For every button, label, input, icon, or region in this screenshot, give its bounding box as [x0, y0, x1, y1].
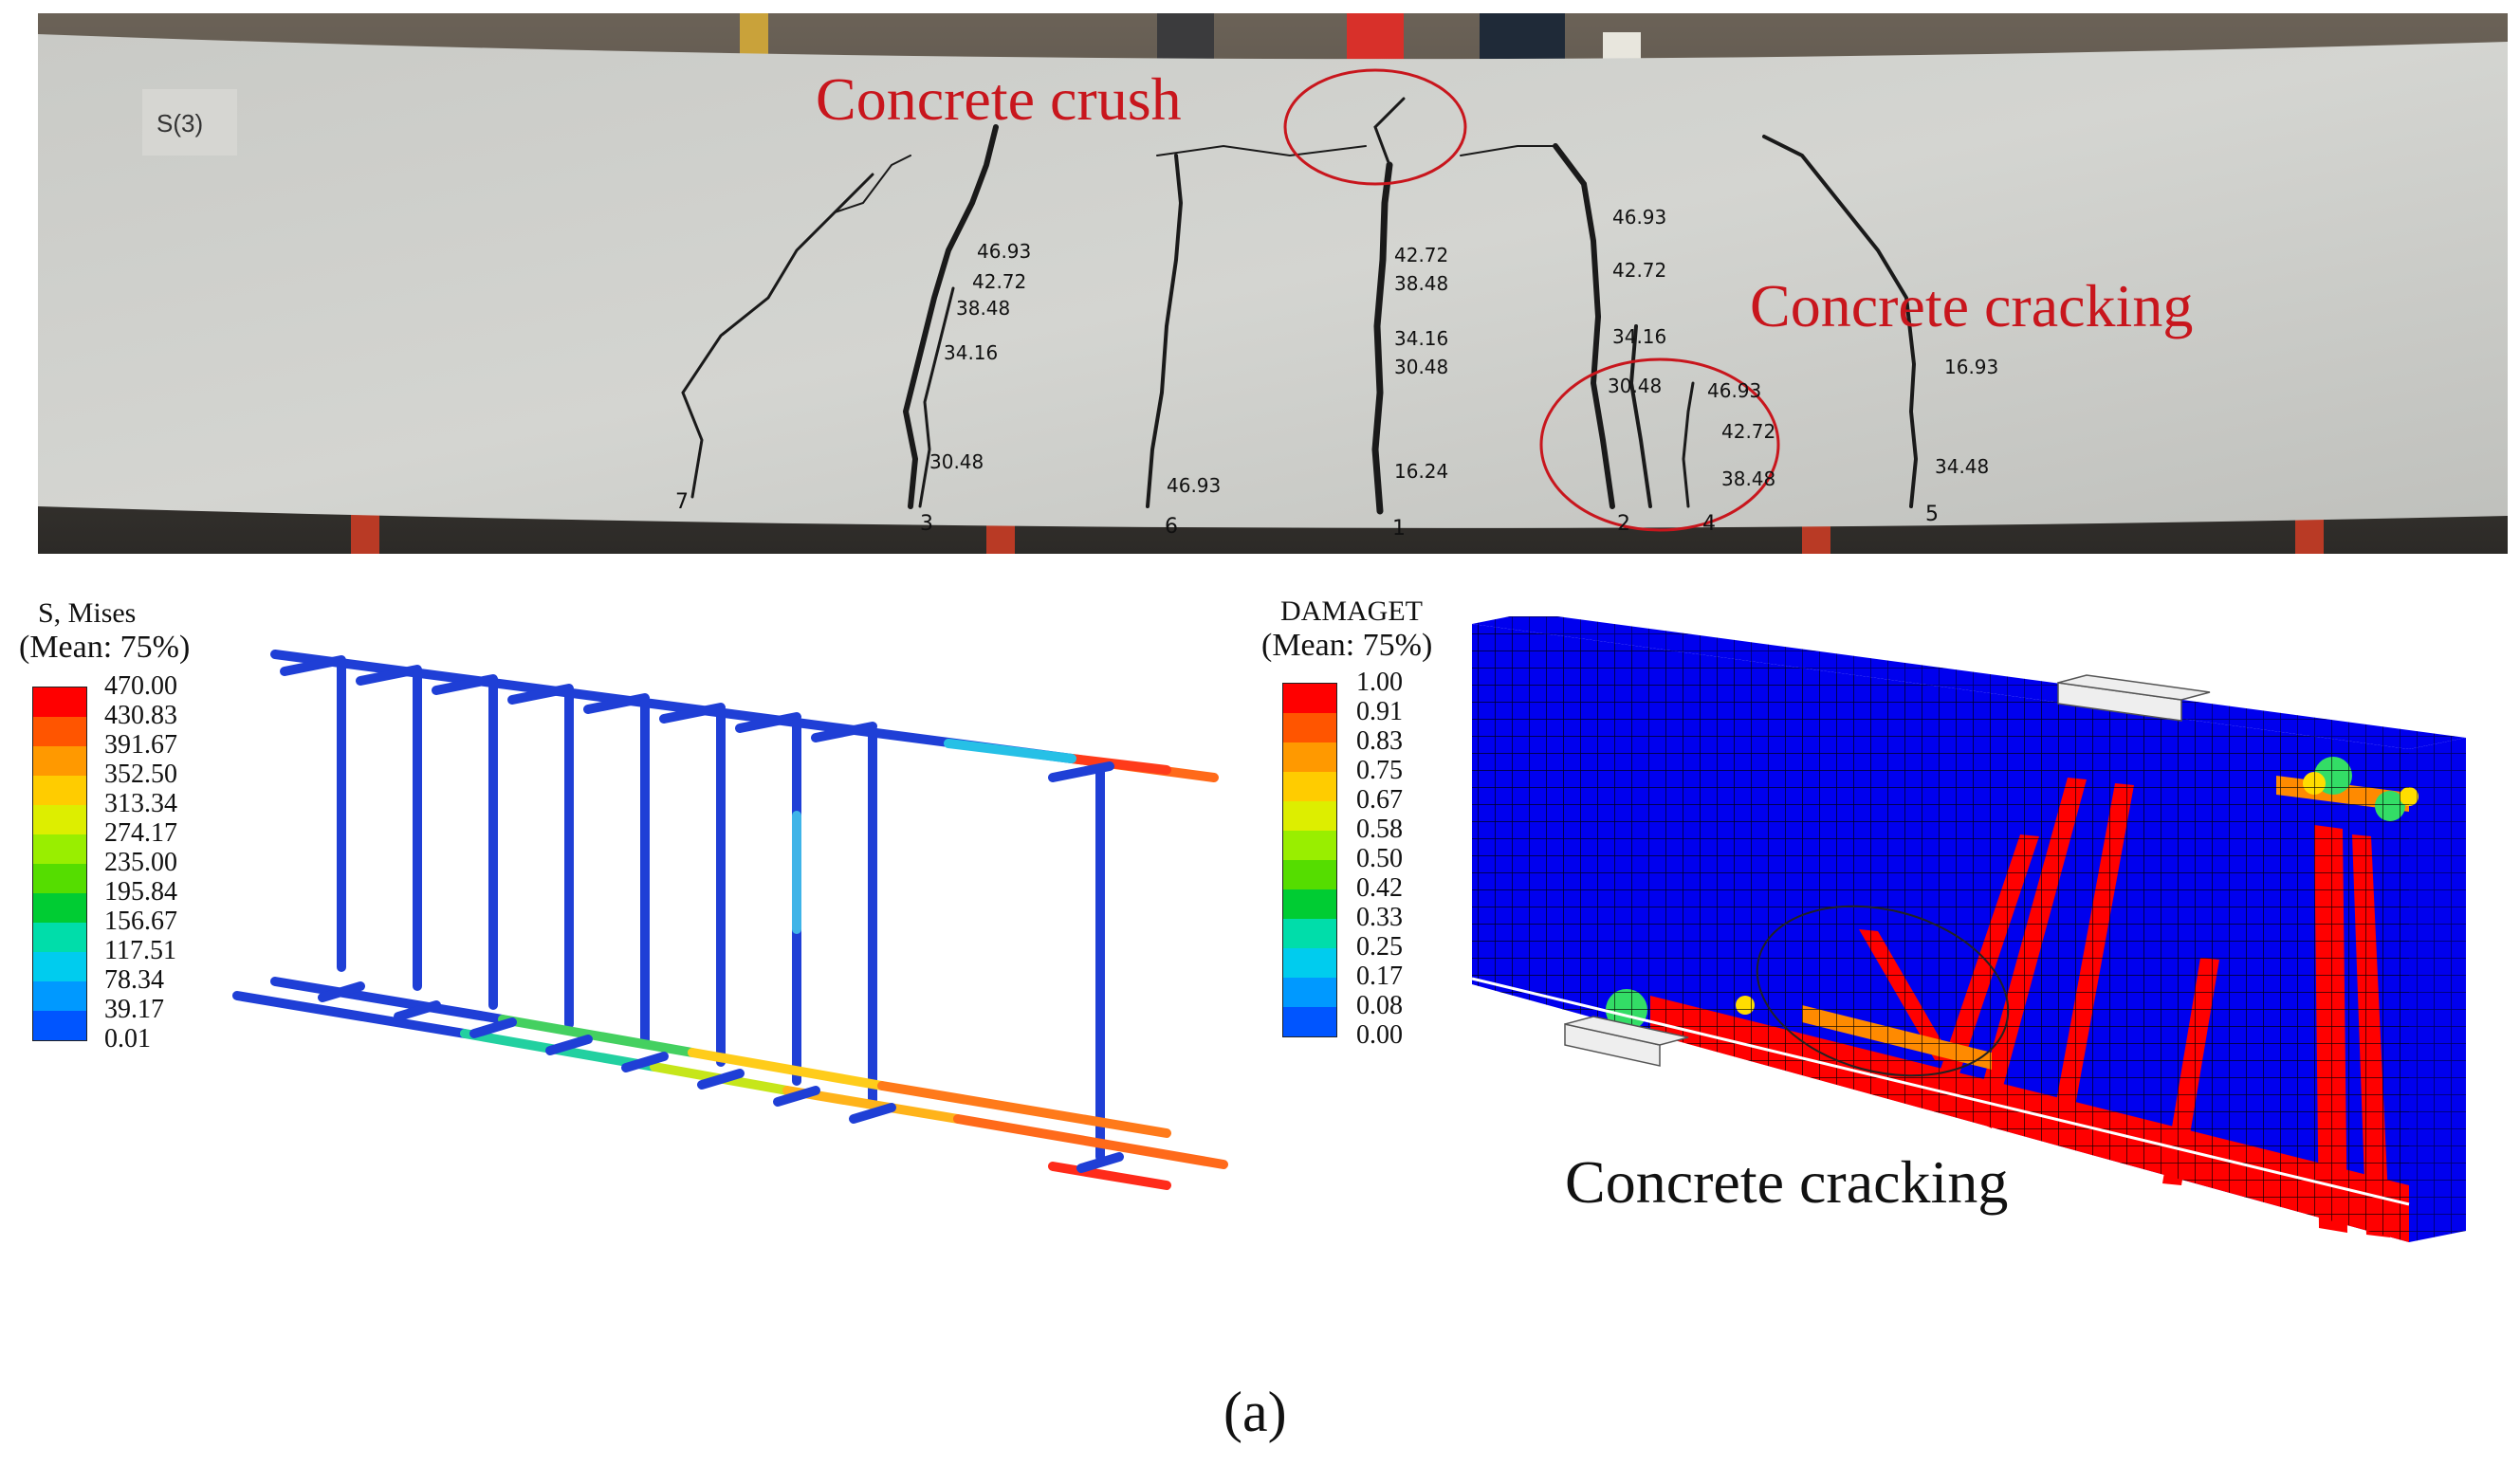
crack-mark: 46.93 [977, 240, 1031, 263]
legend-color-band [1283, 831, 1336, 860]
crack-mark: 42.72 [1394, 244, 1448, 266]
crack-mark: 38.48 [1721, 467, 1775, 490]
legend-value: 0.91 [1356, 697, 1403, 726]
legend-value: 195.84 [104, 877, 177, 907]
legend-value: 0.01 [104, 1024, 151, 1054]
crack-mark: 38.48 [956, 297, 1010, 320]
fem-cracking-caption: Concrete cracking [1565, 1148, 2009, 1216]
legend-color-band [33, 834, 86, 864]
legend-value: 39.17 [104, 995, 164, 1024]
crack-mark: 42.72 [1721, 420, 1775, 443]
stress-color-bar [32, 687, 87, 1041]
specimen-label: S(3) [156, 109, 203, 137]
legend-color-band [33, 746, 86, 776]
legend-color-band [1283, 1007, 1336, 1036]
legend-color-band [33, 776, 86, 805]
crack-number: 6 [1165, 515, 1178, 539]
legend-color-band [33, 981, 86, 1011]
crack-mark: 34.48 [1935, 455, 1989, 478]
legend-color-band [33, 687, 86, 717]
beam-test-photo: S(3) Concrete crush Concrete cracking 7 … [38, 13, 2508, 554]
crack-number: 2 [1617, 512, 1630, 536]
crack-mark: 46.93 [1612, 206, 1666, 229]
legend-color-band [33, 805, 86, 834]
concrete-damage-model [1461, 613, 2485, 1261]
crack-mark: 34.16 [944, 341, 998, 364]
concrete-cracking-photo-label: Concrete cracking [1750, 272, 2193, 339]
rebar-cage-figure [218, 626, 1242, 1214]
legend-value: 1.00 [1356, 668, 1403, 697]
legend-value: 0.58 [1356, 815, 1403, 844]
legend-value: 313.34 [104, 789, 177, 818]
legend-color-band [33, 717, 86, 746]
stress-legend-subtitle: (Mean: 75%) [19, 630, 191, 665]
legend-color-band [1283, 684, 1336, 713]
legend-value: 470.00 [104, 671, 177, 701]
crack-mark: 30.48 [1394, 356, 1448, 378]
legend-color-band [33, 893, 86, 923]
crack-number: 5 [1925, 503, 1939, 526]
crack-number: 1 [1392, 517, 1406, 541]
legend-value: 235.00 [104, 848, 177, 877]
legend-color-band [1283, 860, 1336, 889]
rebar-cage-drawing [232, 650, 1228, 1190]
legend-color-band [1283, 978, 1336, 1007]
legend-value: 430.83 [104, 701, 177, 730]
legend-value: 117.51 [104, 936, 176, 965]
legend-color-band [1283, 772, 1336, 801]
crack-mark: 38.48 [1394, 272, 1448, 295]
legend-value: 391.67 [104, 730, 177, 760]
legend-color-band [1283, 889, 1336, 919]
legend-value: 0.83 [1356, 726, 1403, 756]
crack-mark: 42.72 [972, 270, 1026, 293]
legend-value: 274.17 [104, 818, 177, 848]
legend-value: 0.33 [1356, 903, 1403, 932]
panel-label: (a) [1223, 1381, 1287, 1443]
legend-value: 0.08 [1356, 991, 1403, 1020]
legend-value: 0.75 [1356, 756, 1403, 785]
concrete-mesh-drawing [1471, 613, 2466, 1242]
crack-mark: 46.93 [1167, 474, 1221, 497]
crack-mark: 16.93 [1944, 356, 1998, 378]
legend-color-band [33, 1011, 86, 1040]
legend-color-band [1283, 713, 1336, 742]
legend-color-band [33, 864, 86, 893]
legend-value: 0.00 [1356, 1020, 1403, 1050]
damage-legend-subtitle: (Mean: 75%) [1261, 628, 1433, 663]
legend-value: 0.67 [1356, 785, 1403, 815]
crack-mark: 16.24 [1394, 460, 1448, 483]
crack-mark: 46.93 [1707, 379, 1761, 402]
legend-color-band [1283, 948, 1336, 978]
legend-color-band [1283, 742, 1336, 772]
crack-mark: 42.72 [1612, 259, 1666, 282]
legend-color-band [1283, 801, 1336, 831]
crack-number: 3 [920, 512, 933, 536]
legend-color-band [1283, 919, 1336, 948]
legend-value: 0.17 [1356, 962, 1403, 991]
crack-mark: 34.16 [1394, 327, 1448, 350]
legend-value: 0.25 [1356, 932, 1403, 962]
crack-mark: 30.48 [929, 450, 984, 473]
damage-color-bar [1282, 683, 1337, 1037]
legend-color-band [33, 952, 86, 981]
beam-photo-drawing: S(3) Concrete crush Concrete cracking 7 … [38, 13, 2508, 554]
legend-color-band [33, 923, 86, 952]
crack-number: 7 [675, 490, 689, 514]
legend-value: 0.50 [1356, 844, 1403, 873]
legend-value: 352.50 [104, 760, 177, 789]
legend-value: 0.42 [1356, 873, 1403, 903]
legend-value: 156.67 [104, 907, 177, 936]
concrete-crush-label: Concrete crush [816, 65, 1182, 133]
stress-legend-title: S, Mises [38, 597, 137, 629]
crack-mark: 34.16 [1612, 325, 1666, 348]
damage-legend-title: DAMAGET [1280, 596, 1423, 627]
crack-mark: 30.48 [1608, 375, 1662, 397]
legend-value: 78.34 [104, 965, 164, 995]
crack-number: 4 [1702, 512, 1716, 536]
